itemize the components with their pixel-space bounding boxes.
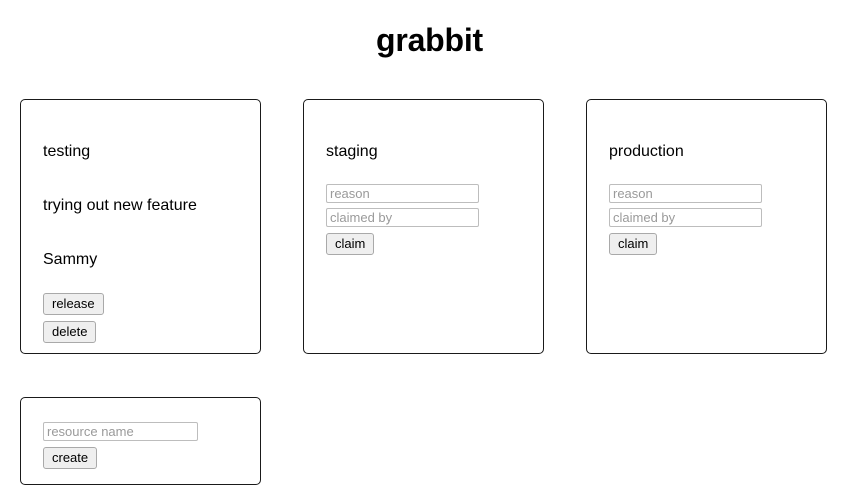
page-title: grabbit	[375, 22, 484, 58]
claimed-by-input-production[interactable]	[609, 208, 762, 227]
resource-board: testing trying out new feature Sammy rel…	[20, 99, 839, 485]
create-button[interactable]: create	[43, 447, 98, 469]
release-button[interactable]: release	[43, 293, 104, 315]
claimed-by-input-staging[interactable]	[326, 208, 479, 227]
resource-reason-testing: trying out new feature	[43, 197, 197, 214]
resource-row: testing trying out new feature Sammy rel…	[20, 99, 839, 354]
resource-card-staging: staging claim	[303, 99, 544, 354]
resource-name-production: production	[609, 143, 684, 160]
claim-form-staging: claim	[326, 184, 521, 255]
resource-name-staging: staging	[326, 143, 378, 160]
reason-input-production[interactable]	[609, 184, 762, 203]
resource-card-production: production claim	[586, 99, 827, 354]
delete-button[interactable]: delete	[43, 321, 97, 343]
resource-card-body: production claim	[587, 100, 826, 255]
create-resource-body: create	[21, 398, 260, 469]
resource-name-input[interactable]	[43, 422, 198, 441]
resource-actions-testing: release delete	[43, 293, 238, 343]
resource-card-testing: testing trying out new feature Sammy rel…	[20, 99, 261, 354]
resource-card-body: staging claim	[304, 100, 543, 255]
claim-button-production[interactable]: claim	[609, 233, 658, 255]
resource-card-body: testing trying out new feature Sammy rel…	[21, 100, 260, 343]
claim-button-staging[interactable]: claim	[326, 233, 375, 255]
create-row: create	[20, 397, 839, 485]
resource-claimed-by-testing: Sammy	[43, 251, 98, 268]
resource-name-testing: testing	[43, 143, 91, 160]
create-resource-card: create	[20, 397, 261, 485]
reason-input-staging[interactable]	[326, 184, 479, 203]
claim-form-production: claim	[609, 184, 804, 255]
